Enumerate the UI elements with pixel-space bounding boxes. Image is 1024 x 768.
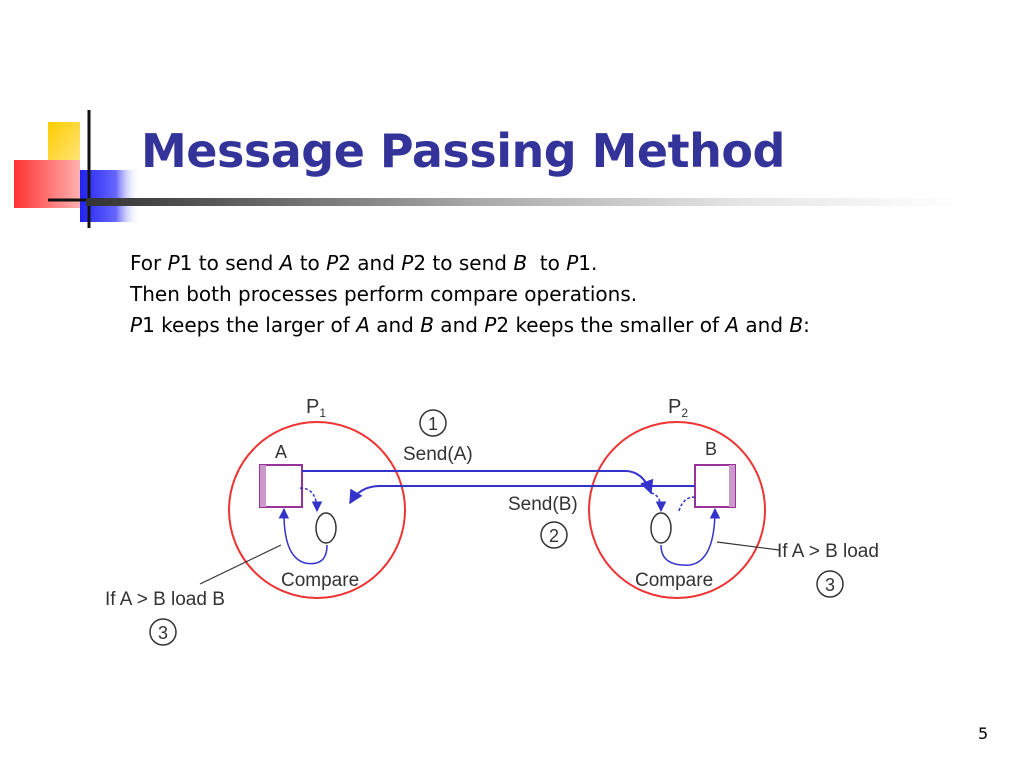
a-label: A [275, 442, 287, 462]
compare-label-right: Compare [635, 570, 713, 591]
step-3-marker-right [816, 570, 844, 598]
send-b-label: Send(B) [508, 494, 578, 515]
title-underline [86, 198, 966, 206]
process-p1-circle [228, 421, 406, 599]
left-note: If A > B load B [105, 589, 225, 610]
compare-unit-left [315, 512, 337, 544]
page-number: 5 [978, 724, 989, 743]
compare-label-left: Compare [281, 570, 359, 591]
step-1-marker [419, 409, 447, 437]
step-3-marker-left [149, 618, 177, 646]
send-a-line [302, 470, 654, 495]
b-register [694, 464, 736, 508]
body-line-1: For P1 to send A to P2 and P2 to send B … [130, 251, 598, 275]
svg-text:3: 3 [825, 575, 835, 595]
compare-unit-right [650, 512, 672, 544]
page-title: Message Passing Method [141, 124, 785, 178]
p1-label: P1 [306, 396, 326, 420]
title-decoration [14, 110, 140, 228]
send-b-line [349, 485, 695, 505]
p2-label: P2 [668, 396, 688, 420]
step-2-marker [540, 521, 568, 549]
right-note: If A > B load [777, 541, 879, 562]
svg-text:2: 2 [549, 526, 559, 546]
process-p2-circle [588, 421, 766, 599]
svg-text:1: 1 [428, 414, 438, 434]
svg-text:3: 3 [158, 623, 168, 643]
message-passing-diagram: P1 P2 A B 1 Send(A) Send(B) 2 Compare Co… [105, 396, 879, 646]
b-label: B [705, 439, 717, 459]
a-register [259, 464, 303, 508]
send-a-label: Send(A) [403, 444, 473, 465]
body-text: For P1 to send A to P2 and P2 to send B … [130, 248, 810, 341]
body-line-2: Then both processes perform compare oper… [130, 282, 638, 306]
body-line-3: P1 keeps the larger of A and B and P2 ke… [130, 313, 810, 337]
